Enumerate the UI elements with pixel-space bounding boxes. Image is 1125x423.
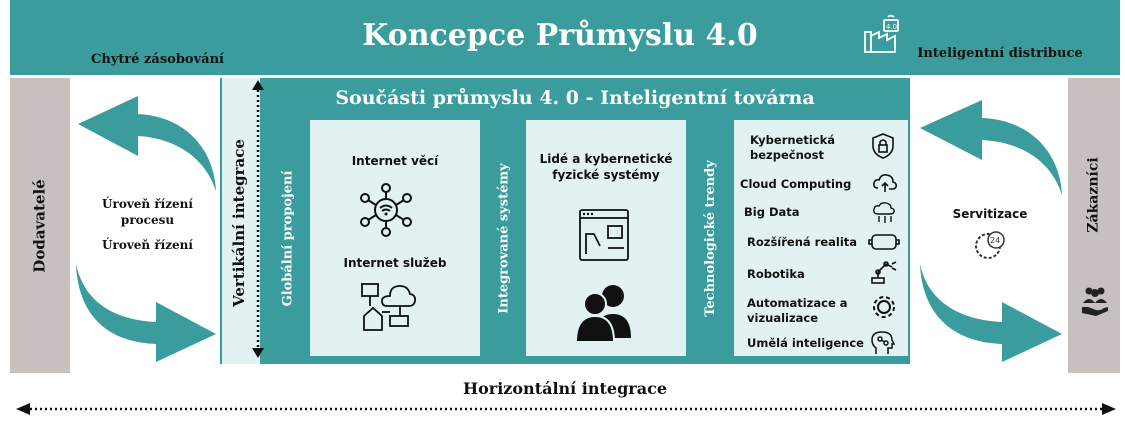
vr-headset-icon (868, 234, 900, 250)
technology-trends-band: Technologické trendy (692, 120, 728, 356)
trend-augmented-reality: Rozšířená realita (747, 235, 858, 249)
level-control: Úroveň řízení (102, 238, 193, 252)
people-hand-icon (1080, 285, 1110, 317)
factory-title: Součásti průmyslu 4. 0 - Inteligentní to… (335, 87, 815, 109)
factory-icon: 4.0 (862, 14, 904, 54)
smart-supply-caption: Chytré zásobování (91, 51, 224, 67)
trend-cloud-computing: Cloud Computing (740, 177, 852, 191)
trend-automation-visualization: Automatizace a vizualizace (747, 296, 848, 325)
curved-arrow-forward-icon (920, 264, 1062, 362)
svg-text:24: 24 (990, 236, 1000, 245)
title-banner (10, 0, 1120, 75)
suppliers-label: Dodavatelé (31, 178, 49, 273)
internet-of-services-label: Internet služeb (343, 256, 447, 270)
people-cps-label: Lidé a kybernetické fyzické systémy (539, 152, 673, 182)
servitization-label: Servitizace (952, 207, 1028, 221)
page-title: Koncepce Průmyslu 4.0 (362, 17, 758, 53)
horizontal-integration-label: Horizontální integrace (463, 378, 667, 398)
smart-distribution-caption: Inteligentní distribuce (917, 45, 1083, 61)
gear-automation-icon (873, 296, 895, 318)
curved-arrow-back-icon (920, 100, 1062, 195)
customers-column (1068, 78, 1120, 373)
internet-of-services-icon (360, 282, 417, 334)
trend-big-data: Big Data (744, 205, 800, 219)
people-icon (574, 282, 635, 343)
level-process-control: Úroveň řízení procesu (102, 197, 193, 227)
shield-lock-icon (872, 133, 894, 159)
curved-arrow-left-icon (78, 96, 216, 191)
integrated-systems-band: Integrované systémy (486, 120, 522, 356)
horizontal-dotted-arrow (16, 403, 1116, 415)
trend-artificial-intelligence: Umělá inteligence (747, 336, 864, 350)
trend-robotics: Robotika (747, 267, 805, 281)
global-networking-band: Globální propojení (270, 120, 306, 356)
svg-text:4.0: 4.0 (886, 23, 897, 31)
suppliers-column (10, 78, 70, 373)
big-data-cloud-icon (873, 202, 895, 223)
gear-24-icon: 24 (968, 226, 1012, 266)
customers-label: Zákazníci (1086, 157, 1103, 233)
robot-arm-icon (871, 261, 897, 284)
cloud-icon (873, 174, 897, 192)
internet-of-things-label: Internet věcí (351, 154, 439, 168)
technology-trends-panel (734, 120, 908, 356)
curved-arrow-right-icon (76, 264, 216, 362)
robot-arm-screen-icon (578, 208, 630, 262)
ai-head-icon (871, 331, 896, 354)
iot-network-icon (358, 183, 414, 237)
vertical-integration-band (222, 78, 260, 364)
vertical-integration-label: Vertikální integrace (230, 138, 248, 307)
trend-cyber-security: Kybernetická bezpečnost (750, 133, 836, 162)
vertical-dotted-arrow (252, 80, 264, 358)
